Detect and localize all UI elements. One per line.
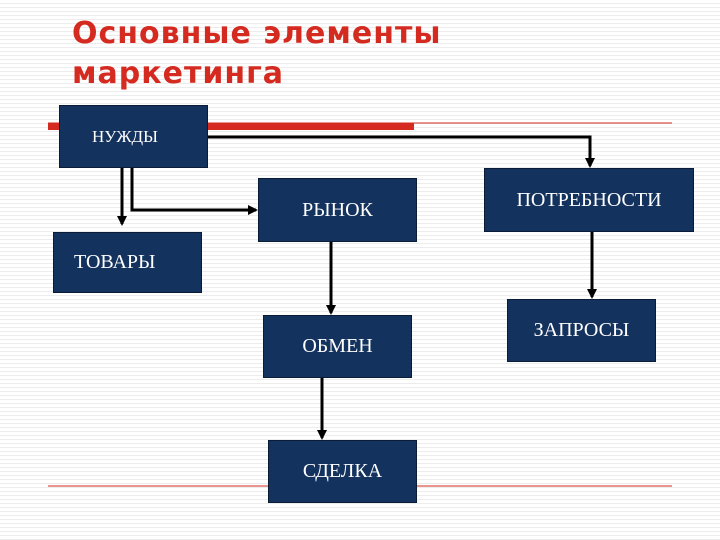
slide-title-line-1: Основные элементы [72,16,442,51]
title-underline-red-bar [48,123,414,130]
arrow-needs-to-wants [207,135,595,168]
node-market: РЫНОК [258,178,417,242]
slide-title: Основные элементы маркетинга [72,14,441,94]
node-needs-label: НУЖДЫ [92,126,158,146]
node-market-label: РЫНОК [302,198,373,221]
node-demands: ЗАПРОСЫ [507,299,656,362]
node-needs: НУЖДЫ [59,105,208,168]
node-wants-label: ПОТРЕБНОСТИ [516,188,662,211]
node-exchange: ОБМЕН [263,315,412,378]
node-deal-label: СДЕЛКА [302,460,383,482]
slide-title-line-2: маркетинга [72,56,285,91]
arrow-needs-to-market [130,167,258,215]
node-goods-label: ТОВАРЫ [74,251,156,273]
node-demands-label: ЗАПРОСЫ [533,319,630,341]
node-deal: СДЕЛКА [268,440,417,503]
node-wants: ПОТРЕБНОСТИ [484,168,694,232]
node-goods: ТОВАРЫ [53,232,202,293]
node-exchange-label: ОБМЕН [302,335,373,357]
